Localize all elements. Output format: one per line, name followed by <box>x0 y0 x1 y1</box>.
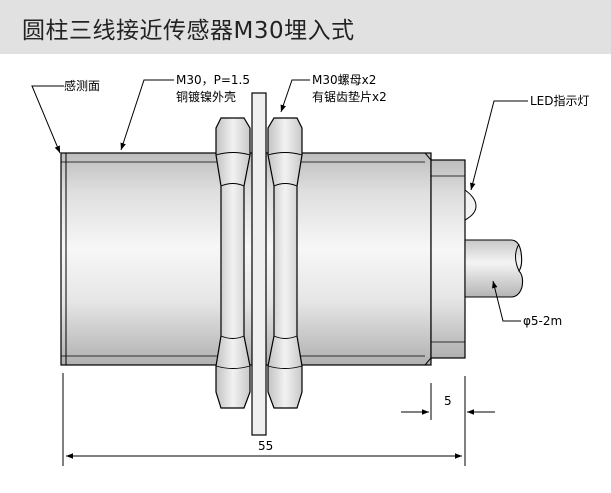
label-washer: 有锯齿垫片x2 <box>312 89 387 104</box>
led-indicator-icon <box>464 189 477 221</box>
page-title: 圆柱三线接近传感器M30埋入式 <box>22 18 355 44</box>
washer <box>251 92 267 436</box>
leader-lines <box>31 79 528 322</box>
label-led: LED指示灯 <box>530 93 590 108</box>
sensor-drawing: 感测面 M30，P=1.5 铜镀镍外壳 M30螺母x2 有锯齿垫片x2 LED指… <box>31 73 590 466</box>
sensor-body <box>60 152 432 366</box>
sensor-tail <box>430 159 466 359</box>
dimension-tail-label: 5 <box>444 394 452 408</box>
cable <box>464 239 524 298</box>
label-sensing-face: 感测面 <box>64 78 100 93</box>
dimension-total-label: 55 <box>258 439 273 453</box>
nut-left <box>215 117 251 409</box>
label-thread: M30，P=1.5 <box>176 73 250 87</box>
label-cable: φ5-2m <box>523 314 562 328</box>
dimension-tail-length <box>401 383 495 420</box>
title-bar: 圆柱三线接近传感器M30埋入式 <box>0 0 611 54</box>
label-housing: 铜镀镍外壳 <box>176 89 236 104</box>
nut-right <box>267 117 303 409</box>
label-nut: M30螺母x2 <box>312 73 376 87</box>
